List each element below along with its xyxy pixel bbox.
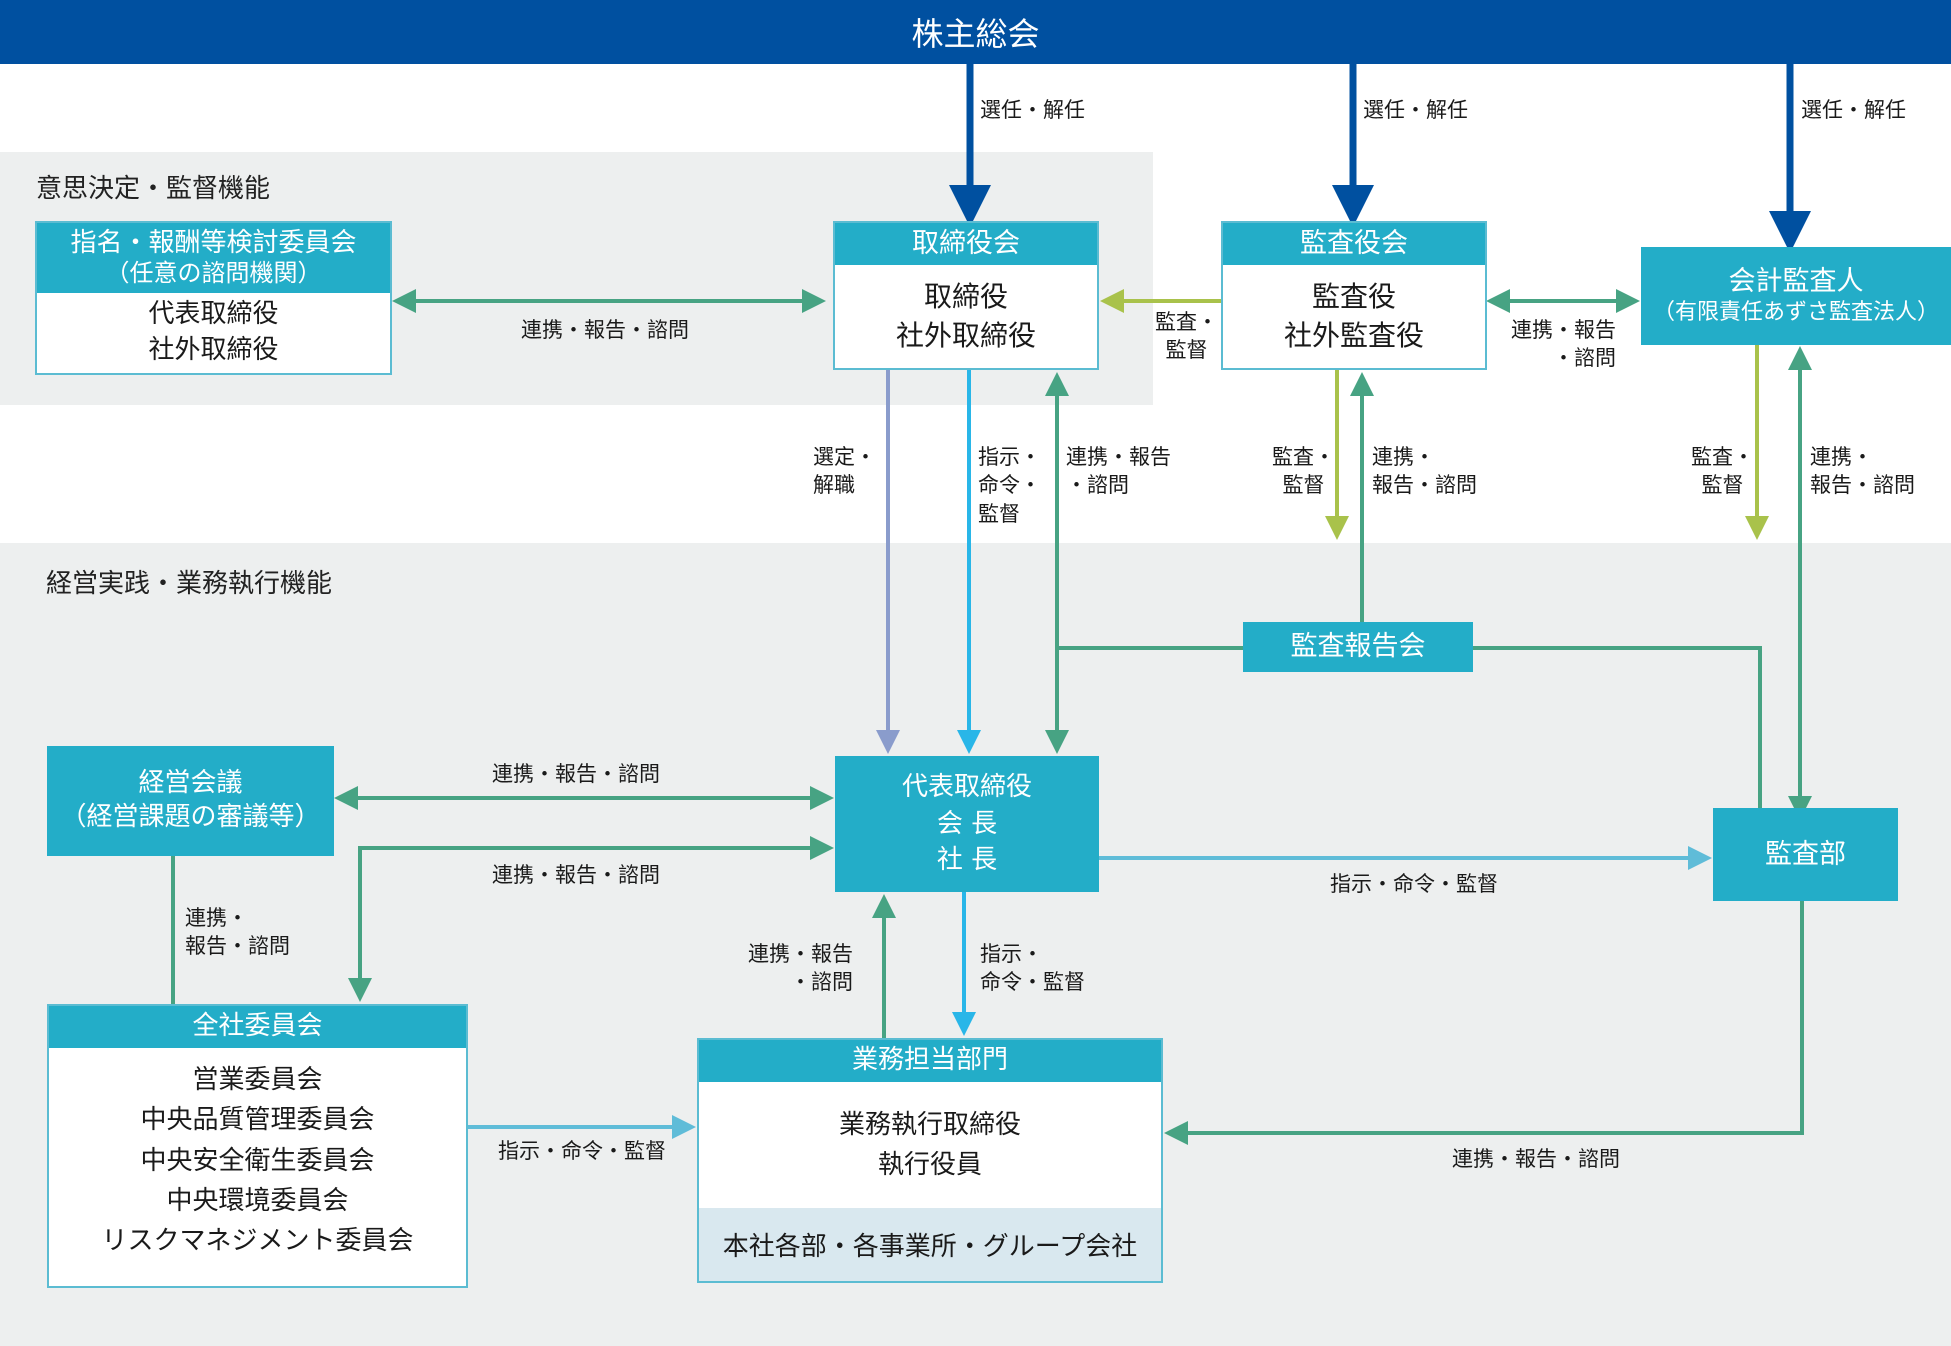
- label-auditdept-to-div: 連携・報告・諮問: [1452, 1147, 1620, 1171]
- label-div-to-rep: 連携・報告 ・諮問: [748, 940, 853, 997]
- label-line: 解職: [813, 473, 855, 498]
- execution-section-title: 経営実践・業務執行機能: [46, 569, 333, 599]
- representative-box: 代表取締役 会 長 社 長: [835, 756, 1099, 892]
- business-divisions-box: 業務担当部門 業務執行取締役 執行役員 本社各部・各事業所・グループ会社: [697, 1038, 1163, 1283]
- committee-item: 中央安全衛生委員会: [140, 1145, 375, 1176]
- label-line: 監査・: [1155, 310, 1218, 334]
- label-rep-to-auditdept: 指示・命令・監督: [1330, 872, 1498, 896]
- label-report-to-audit: 連携・ 報告・諮問: [1372, 443, 1477, 500]
- label-line: 監督: [1165, 338, 1208, 363]
- label-audit-board-to-board: 監査・ 監督: [1155, 308, 1218, 365]
- label-line: 監督: [1701, 473, 1744, 498]
- label-board-instruct: 指示・ 命令・ 監督: [978, 443, 1041, 528]
- accounting-auditor-title: 会計監査人: [1728, 266, 1864, 298]
- company-committees-box: 全社委員会 営業委員会 中央品質管理委員会 中央安全衛生委員会 中央環境委員会 …: [47, 1004, 468, 1288]
- label-line: 連携・報告: [1511, 318, 1616, 342]
- division-member: 執行役員: [877, 1150, 982, 1180]
- label-line: 報告・諮問: [185, 934, 290, 959]
- label-line: 監督: [978, 501, 1020, 526]
- board-member: 社外取締役: [895, 318, 1036, 352]
- nomination-committee-header: 指名・報酬等検討委員会 （任意の諮問機関）: [37, 223, 390, 293]
- label-line: 監督: [1282, 473, 1325, 498]
- committee-item: 営業委員会: [192, 1065, 323, 1095]
- label-elect-accountant: 選任・解任: [1801, 98, 1906, 122]
- label-nom-board: 連携・報告・諮問: [521, 318, 689, 342]
- shareholders-meeting-title: 株主総会: [911, 15, 1040, 53]
- shareholders-meeting-bar: 株主総会: [0, 0, 1951, 64]
- label-audit-accountant: 連携・報告 ・諮問: [1511, 316, 1616, 373]
- business-divisions-footer-text: 本社各部・各事業所・グループ会社: [722, 1232, 1138, 1262]
- business-divisions-footer: 本社各部・各事業所・グループ会社: [699, 1208, 1161, 1281]
- nomination-member: 社外取締役: [148, 335, 279, 365]
- label-audit-to-report: 監査・ 監督: [1272, 443, 1335, 500]
- label-committee-to-div: 指示・命令・監督: [498, 1139, 666, 1163]
- division-member: 業務執行取締役: [838, 1109, 1021, 1140]
- label-committee-rep: 連携・報告・諮問: [492, 863, 660, 887]
- board-title: 取締役会: [912, 227, 1020, 259]
- label-line: 連携・: [1810, 445, 1873, 469]
- nomination-committee-box: 指名・報酬等検討委員会 （任意の諮問機関） 代表取締役 社外取締役: [35, 221, 392, 375]
- representative-line: 会 長: [936, 808, 998, 839]
- representative-line: 代表取締役: [901, 771, 1032, 802]
- label-line: 命令・: [978, 473, 1041, 498]
- representative-line: 社 長: [936, 845, 998, 876]
- nomination-committee-title: 指名・報酬等検討委員会: [70, 228, 357, 258]
- label-line: ・諮問: [1553, 346, 1616, 371]
- label-elect-board: 選任・解任: [980, 98, 1085, 122]
- label-rep-to-div: 指示・ 命令・監督: [980, 940, 1085, 997]
- committee-item: リスクマネジメント委員会: [101, 1226, 414, 1257]
- label-accountant-link: 連携・ 報告・諮問: [1810, 443, 1915, 500]
- label-line: 連携・報告: [748, 942, 853, 966]
- committee-item: 中央品質管理委員会: [140, 1105, 375, 1136]
- audit-board-box: 監査役会 監査役 社外監査役: [1221, 221, 1487, 370]
- management-meeting-title: 経営会議: [138, 768, 243, 799]
- label-line: 連携・: [185, 906, 248, 930]
- management-meeting-box: 経営会議 （経営課題の審議等）: [47, 746, 334, 856]
- audit-report-meeting-box: 監査報告会: [1243, 622, 1473, 672]
- label-line: 監査・: [1691, 445, 1754, 469]
- label-select-dismiss: 選定・ 解職: [813, 443, 876, 500]
- committee-item: 中央環境委員会: [166, 1185, 349, 1216]
- label-line: 連携・: [1372, 445, 1435, 469]
- label-line: 監査・: [1272, 445, 1335, 469]
- governance-section-title: 意思決定・監督機能: [36, 174, 271, 204]
- board-member: 取締役: [923, 279, 1008, 313]
- company-committees-title: 全社委員会: [192, 1011, 323, 1042]
- label-line: 報告・諮問: [1810, 473, 1915, 498]
- nomination-member: 代表取締役: [148, 299, 279, 330]
- audit-dept-title: 監査部: [1765, 838, 1846, 870]
- label-line: ・諮問: [790, 970, 853, 995]
- label-line: 報告・諮問: [1372, 473, 1477, 498]
- label-line: ・諮問: [1066, 473, 1129, 498]
- label-rep-to-board: 連携・報告 ・諮問: [1066, 443, 1171, 500]
- label-mgmt-rep: 連携・報告・諮問: [492, 762, 660, 786]
- audit-board-member: 社外監査役: [1283, 318, 1424, 352]
- business-divisions-title: 業務担当部門: [851, 1045, 1008, 1076]
- audit-report-meeting-title: 監査報告会: [1290, 631, 1426, 663]
- label-line: 命令・監督: [980, 970, 1085, 995]
- audit-board-title: 監査役会: [1300, 227, 1408, 259]
- audit-dept-box: 監査部: [1713, 808, 1898, 901]
- label-line: 選定・: [813, 445, 876, 469]
- audit-board-member: 監査役: [1311, 279, 1396, 313]
- accounting-auditor-box: 会計監査人 （有限責任あずさ監査法人）: [1641, 247, 1951, 345]
- label-elect-audit: 選任・解任: [1363, 98, 1468, 122]
- label-line: 指示・: [980, 942, 1043, 966]
- management-meeting-subtitle: （経営課題の審議等）: [60, 802, 321, 832]
- label-mgmt-committee: 連携・ 報告・諮問: [185, 904, 290, 961]
- label-line: 連携・報告: [1066, 445, 1171, 469]
- label-accountant-audit: 監査・ 監督: [1691, 443, 1754, 500]
- accounting-auditor-subtitle: （有限責任あずさ監査法人）: [1652, 300, 1939, 326]
- board-box: 取締役会 取締役 社外取締役: [833, 221, 1099, 370]
- nomination-committee-subtitle: （任意の諮問機関）: [105, 259, 322, 288]
- label-line: 指示・: [978, 445, 1041, 469]
